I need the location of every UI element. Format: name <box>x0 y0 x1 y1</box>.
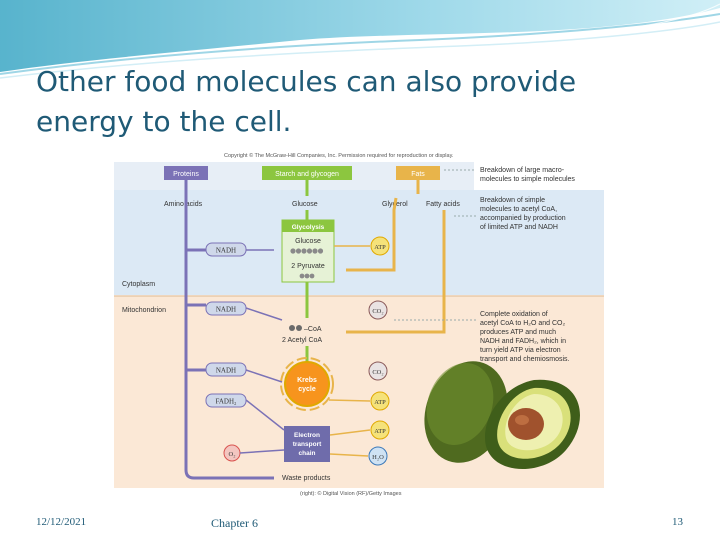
note3-line6: transport and chemiosmosis. <box>480 356 570 363</box>
note2-line2: molecules to acetyl CoA, <box>480 206 557 213</box>
fats-box <box>396 166 440 180</box>
acetyl-coa-tag: –CoA <box>304 326 322 333</box>
h2o-badge: H₂O <box>368 446 388 466</box>
glycolysis-title-bar <box>282 220 334 232</box>
fatty-acids-label: Fatty acids <box>426 201 460 208</box>
atp-label-3: ATP <box>374 428 386 435</box>
acetyl-coa-beads <box>289 325 302 331</box>
krebs-label-1: Krebs <box>297 377 317 384</box>
carrier-arrows <box>239 249 285 454</box>
amino-acids-label: Amino acids <box>164 201 203 208</box>
o2-badge: O₂ <box>223 444 241 462</box>
glycolysis-glucose: Glucose <box>295 238 321 245</box>
note2-line3: accompanied by production <box>480 215 566 222</box>
co2-badge-2: CO₂ <box>368 361 388 381</box>
slide-title: Other food molecules can also provide en… <box>36 65 577 138</box>
etc-label-1: Electron <box>294 432 320 439</box>
atp-label-1: ATP <box>374 244 386 251</box>
pyruvate-beads <box>299 273 315 279</box>
co2-label-1: CO₂ <box>372 308 383 315</box>
nadh-label-2: NADH <box>216 306 236 314</box>
glycolysis-title: Glycolysis <box>292 224 325 231</box>
glycolysis-pyruvate: 2 Pyruvate <box>291 263 325 270</box>
glucose-beads <box>290 248 324 254</box>
protein-path <box>184 180 274 480</box>
krebs-label-2: cycle <box>298 386 316 393</box>
note3-line2: acetyl CoA to H₂O and CO₂ <box>480 320 565 327</box>
note1-line1: Breakdown of large macro- <box>480 167 565 174</box>
proteins-label: Proteins <box>173 171 199 178</box>
fadh2-badge: FADH₂ <box>205 393 247 408</box>
note3-line1: Complete oxidation of <box>480 311 548 318</box>
footer-date: 12/12/2021 <box>36 516 87 528</box>
starch-label: Starch and glycogen <box>275 171 339 178</box>
etc-label-2: transport <box>293 441 322 448</box>
atp-badge-2: ATP <box>370 391 390 411</box>
copyright-note: Copyright © The McGraw-Hill Companies, I… <box>224 152 454 159</box>
note3-line4: NADH and FADH₂, which in <box>480 338 566 345</box>
note3-line5: turn yield ATP via electron <box>480 347 561 354</box>
nadh-badge-3: NADH <box>205 362 247 377</box>
cytoplasm-region <box>114 190 604 295</box>
note2-line1: Breakdown of simple <box>480 197 545 204</box>
nadh-label-3: NADH <box>216 367 236 375</box>
co2-badge-1: CO₂ <box>368 300 388 320</box>
mitochondrion-label: Mitochondrion <box>122 307 166 314</box>
proteins-box <box>164 166 208 180</box>
etc-label-3: chain <box>299 450 316 457</box>
footer-chapter: Chapter 6 <box>211 516 258 530</box>
note2-line4: of limited ATP and NADH <box>480 224 558 231</box>
atp-label-2: ATP <box>374 399 386 406</box>
header-wave-decoration <box>0 0 720 79</box>
fadh2-label: FADH₂ <box>216 398 238 406</box>
product-arrows <box>328 245 371 457</box>
fats-label: Fats <box>411 171 425 178</box>
fat-path <box>346 180 446 334</box>
glucose-label: Glucose <box>292 201 318 208</box>
h2o-label: H₂O <box>372 454 384 461</box>
krebs-cycle: Krebs cycle <box>280 357 334 411</box>
o2-label: O₂ <box>229 451 236 458</box>
nadh-badge-2: NADH <box>205 301 247 316</box>
waste-products-label: Waste products <box>282 475 331 482</box>
photo-credit: (right): © Digital Vision (RF)/Getty Ima… <box>300 490 402 497</box>
atp-badge-3: ATP <box>370 420 390 440</box>
metabolism-diagram: Copyright © The McGraw-Hill Companies, I… <box>114 152 604 500</box>
note3-line3: produces ATP and much <box>480 329 556 336</box>
note1-line2: molecules to simple molecules <box>480 176 575 183</box>
nadh-badge-1: NADH <box>205 242 247 257</box>
footer-page-number: 13 <box>672 516 683 528</box>
acetyl-coa-label: 2 Acetyl CoA <box>282 337 322 344</box>
nadh-label-1: NADH <box>216 247 236 255</box>
cytoplasm-label: Cytoplasm <box>122 281 155 288</box>
starch-box <box>262 166 352 180</box>
avocado-illustration <box>424 361 580 470</box>
note-guides <box>394 169 476 321</box>
electron-transport-chain: Electron transport chain <box>284 426 330 462</box>
co2-label-2: CO₂ <box>372 369 383 376</box>
atp-badge-1: ATP <box>370 236 390 256</box>
